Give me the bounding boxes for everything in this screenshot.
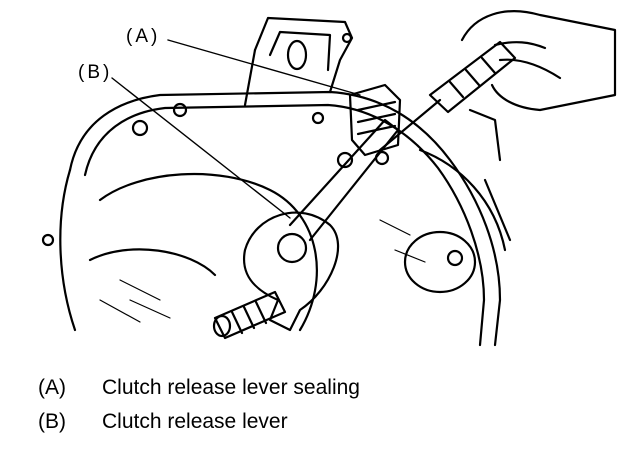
housing-detail: [468, 108, 512, 242]
bolt-hole: [131, 119, 149, 137]
top-bracket: [253, 16, 354, 94]
legend-text: Clutch release lever: [102, 410, 288, 433]
transmission-figure: (A) (B): [41, 10, 617, 347]
housing-port: [403, 230, 477, 294]
housing-rim: [68, 90, 502, 347]
bell-lower: [88, 248, 217, 277]
bracket-arm: [243, 48, 257, 107]
release-lever: [288, 118, 400, 242]
input-shaft: [213, 290, 287, 340]
callout-a: (A): [126, 26, 161, 47]
screwdriver-handle: [428, 40, 517, 114]
bell-opening: [98, 172, 318, 332]
callout-line-a: [167, 39, 361, 96]
housing-hatch: [99, 219, 426, 323]
bolt-hole: [41, 233, 55, 247]
bracket-slot: [286, 39, 308, 71]
callout-b: (B): [78, 62, 113, 83]
bolt-hole: [446, 249, 464, 267]
transmission-illustration: [41, 10, 617, 347]
bolt-hole: [172, 102, 188, 118]
seal-block: [348, 83, 402, 157]
shaft-splines: [230, 300, 268, 335]
legend-key: (A): [38, 376, 66, 399]
housing-left-wall: [59, 168, 77, 332]
top-bracket-inner: [268, 30, 332, 72]
screwdriver-grip-lines: [448, 56, 497, 99]
release-lever-fork: [242, 211, 340, 332]
legend-text: Clutch release lever sealing: [102, 376, 360, 399]
bracket-hole: [341, 32, 353, 44]
legend: (A) Clutch release lever sealing (B) Clu…: [38, 376, 360, 444]
fork-pivot: [276, 232, 308, 264]
bolt-hole: [311, 111, 325, 125]
housing-right: [418, 148, 507, 252]
shaft-tip: [212, 314, 232, 338]
callout-line-b: [111, 77, 291, 219]
legend-item: (A) Clutch release lever sealing: [38, 376, 360, 410]
legend-item: (B) Clutch release lever: [38, 410, 360, 444]
bolt-hole: [336, 151, 354, 169]
legend-key: (B): [38, 410, 66, 433]
hand: [460, 10, 617, 112]
hand-fingers: [493, 41, 562, 80]
